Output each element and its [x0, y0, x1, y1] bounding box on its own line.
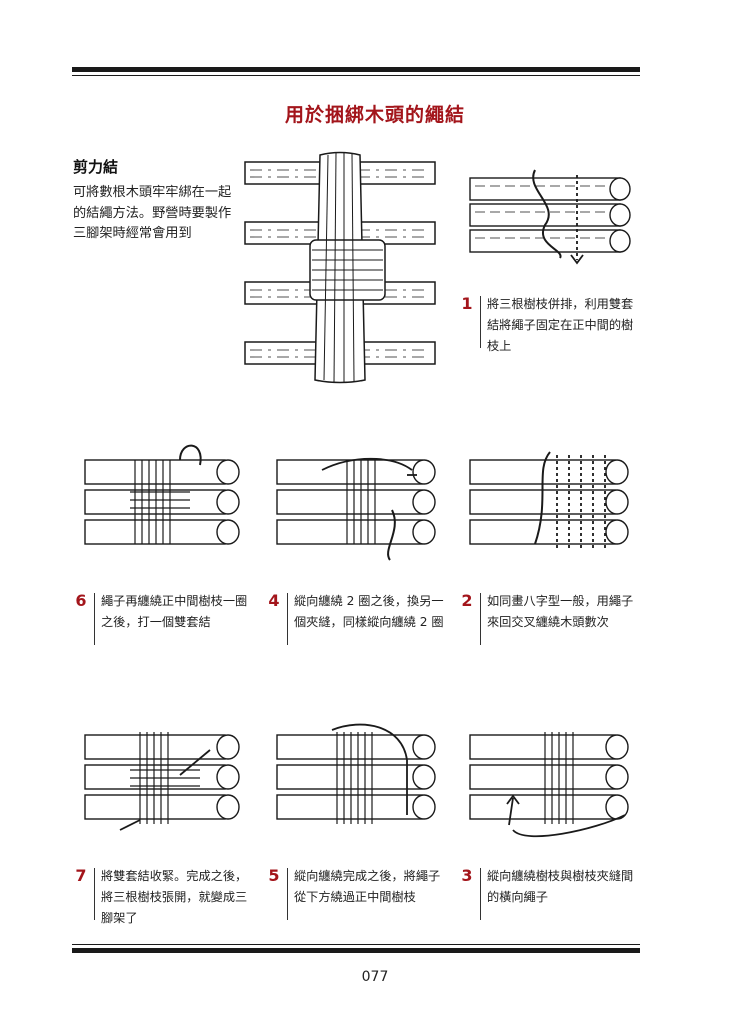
step-text: 將雙套結收緊。完成之後，將三根樹枝張開，就變成三腳架了 [101, 866, 251, 929]
step-number: 3 [460, 866, 474, 885]
step-number: 7 [74, 866, 88, 885]
step-number: 2 [460, 591, 474, 610]
step-number: 4 [267, 591, 281, 610]
step-number: 6 [74, 591, 88, 610]
knot-name: 剪力結 [73, 156, 118, 177]
bottom-rule [72, 944, 640, 953]
step-text: 縱向纏繞樹枝與樹枝夾縫間的橫向繩子 [487, 866, 637, 908]
illustration-completed-lashing [240, 150, 440, 385]
illustration-step-1 [465, 160, 635, 265]
illustration-step-4 [272, 440, 442, 565]
step-number: 5 [267, 866, 281, 885]
step-text: 繩子再纏繞正中間樹枝一圈之後，打一個雙套結 [101, 591, 251, 633]
step-text: 縱向纏繞完成之後，將繩子從下方繞過正中間樹枝 [294, 866, 444, 908]
intro-text: 可將數根木頭牢牢綁在一起的結繩方法。野營時要製作三腳架時經常會用到 [73, 183, 233, 245]
illustration-step-3 [465, 720, 635, 845]
step-number: 1 [460, 294, 474, 313]
illustration-step-5 [272, 720, 442, 840]
illustration-step-2 [465, 440, 635, 560]
illustration-step-6 [80, 440, 245, 555]
illustration-step-7 [80, 720, 245, 835]
page-number: 077 [0, 969, 750, 985]
step-text: 如同畫八字型一般，用繩子來回交叉纏繞木頭數次 [487, 591, 637, 633]
page-title: 用於捆綁木頭的繩結 [0, 100, 750, 127]
top-rule [72, 67, 640, 76]
step-text: 縱向纏繞 2 圈之後，換另一個夾縫，同樣縱向纏繞 2 圈 [294, 591, 444, 633]
step-text: 將三根樹枝併排，利用雙套結將繩子固定在正中間的樹枝上 [487, 294, 637, 357]
